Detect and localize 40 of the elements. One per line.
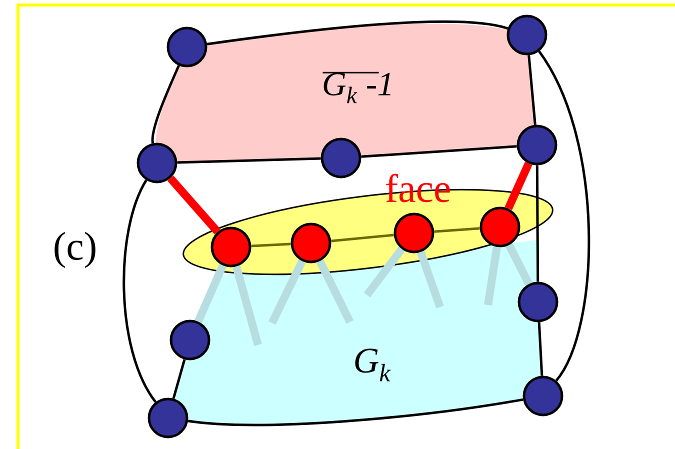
thick-edge xyxy=(416,250,444,308)
thick-edge xyxy=(194,264,226,324)
region-label: G$_{k}$ xyxy=(355,348,391,382)
thick-edge xyxy=(167,176,221,234)
vertex-dot xyxy=(516,124,558,166)
vertex-dot xyxy=(518,282,558,322)
thick-edge xyxy=(504,162,532,210)
edge-line xyxy=(536,165,540,282)
panel-label: (c) xyxy=(54,232,96,268)
edge-line xyxy=(151,65,180,144)
edge-line xyxy=(331,234,394,242)
edge-line xyxy=(188,398,524,426)
edge-line xyxy=(172,359,186,399)
vertex-dot xyxy=(394,212,434,254)
vertex-dot xyxy=(166,26,208,68)
thick-edge xyxy=(316,259,354,324)
edge-line xyxy=(538,322,544,376)
vertex-dot xyxy=(320,138,362,178)
vertex-dot xyxy=(210,226,252,268)
edge-line xyxy=(361,145,517,158)
edge-line xyxy=(434,227,480,233)
region-label: G$_{k}$ -1 xyxy=(322,72,390,104)
edge-line xyxy=(177,157,321,164)
thick-edge xyxy=(268,259,306,325)
thick-edge xyxy=(484,246,501,306)
vertex-dot xyxy=(290,222,332,264)
thick-edge xyxy=(364,246,405,298)
vertex-dot xyxy=(136,142,178,184)
edge-line xyxy=(206,20,508,46)
edge-line xyxy=(528,55,536,125)
thick-edge xyxy=(506,243,532,286)
edge-line xyxy=(251,242,291,248)
vertex-dot xyxy=(522,376,564,416)
vertex-dot xyxy=(480,206,520,248)
vertex-dot xyxy=(148,398,188,438)
vertex-dot xyxy=(170,320,210,360)
vertex-dot xyxy=(506,14,548,56)
edge-line xyxy=(122,180,157,403)
edge-line xyxy=(538,50,590,382)
thick-edge xyxy=(232,265,262,346)
